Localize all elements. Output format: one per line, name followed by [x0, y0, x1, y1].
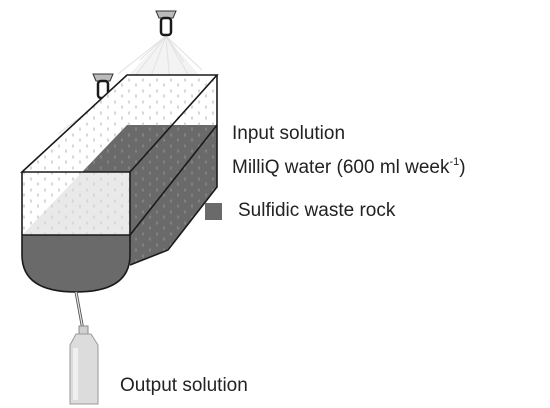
milliq-exponent: -1: [449, 156, 460, 168]
output-solution-label: Output solution: [120, 375, 248, 396]
waste-rock-legend-swatch: [205, 203, 222, 220]
bottle-icon: [69, 325, 99, 405]
milliq-water-label: MilliQ water (600 ml week-1): [232, 156, 466, 178]
sprinkler-icon: [155, 10, 177, 37]
milliq-suffix: ): [459, 157, 466, 178]
milliq-water-text: MilliQ water (600 ml week: [232, 157, 450, 178]
leaching-column: [19, 74, 219, 293]
input-solution-label: Input solution: [232, 123, 346, 144]
waste-rock-front: [22, 235, 130, 292]
waste-rock-label: Sulfidic waste rock: [238, 200, 396, 221]
drain-tube: [74, 291, 85, 331]
